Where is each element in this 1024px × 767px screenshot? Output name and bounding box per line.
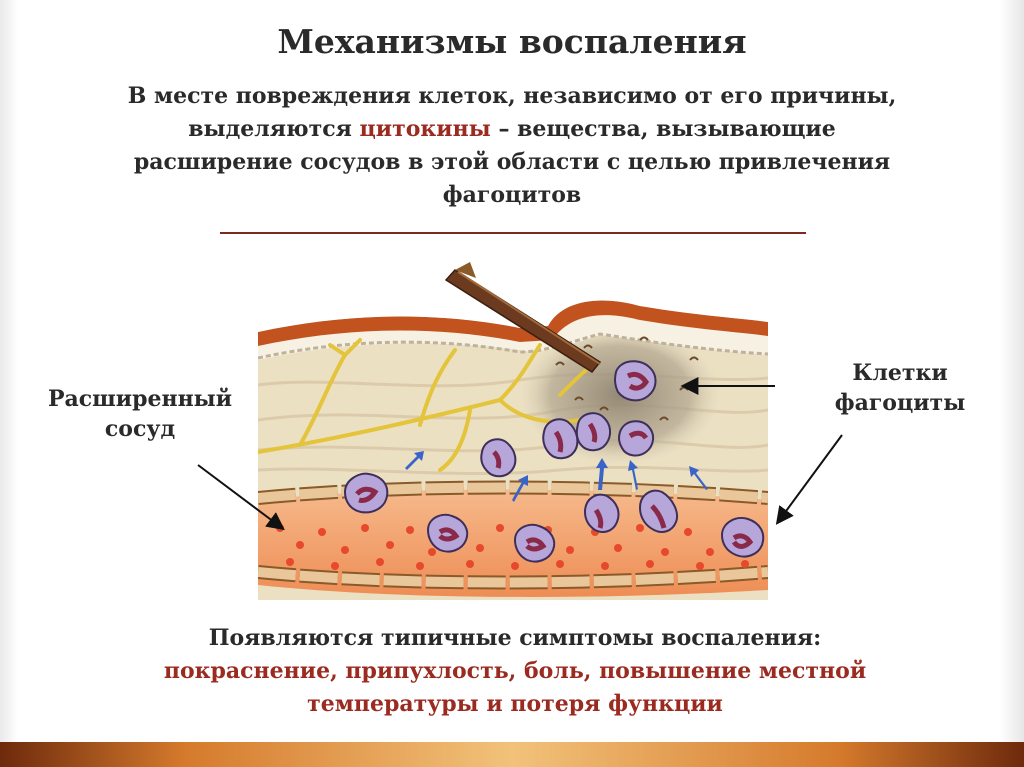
tissue-cross-section: [258, 290, 768, 600]
phagocyte-cell: [585, 495, 619, 532]
phagocyte-cell: [515, 525, 554, 562]
phagocyte-cell: [428, 515, 467, 552]
phagocyte-cell: [543, 419, 577, 458]
symptoms-block: Появляются типичные симптомы воспаления:…: [150, 622, 880, 721]
symptoms-heading: Появляются типичные симптомы воспаления:: [150, 622, 880, 655]
phagocyte-cell: [481, 439, 515, 476]
phagocyte-cell: [615, 361, 656, 400]
symptoms-list: покраснение, припухлость, боль, повышени…: [150, 655, 880, 721]
phagocyte-cell: [619, 421, 653, 455]
phagocyte-cell: [577, 413, 610, 450]
phagocyte-cell: [722, 518, 763, 557]
bottom-decor-bar: [0, 742, 1024, 767]
phagocyte-cell: [345, 474, 387, 513]
blood-vessel: [258, 488, 768, 597]
pointer-phagocytes-vessel: [778, 435, 842, 522]
label-dilated-vessel: Расширенный сосуд: [40, 384, 240, 444]
label-phagocytes: Клетки фагоциты: [815, 358, 985, 418]
